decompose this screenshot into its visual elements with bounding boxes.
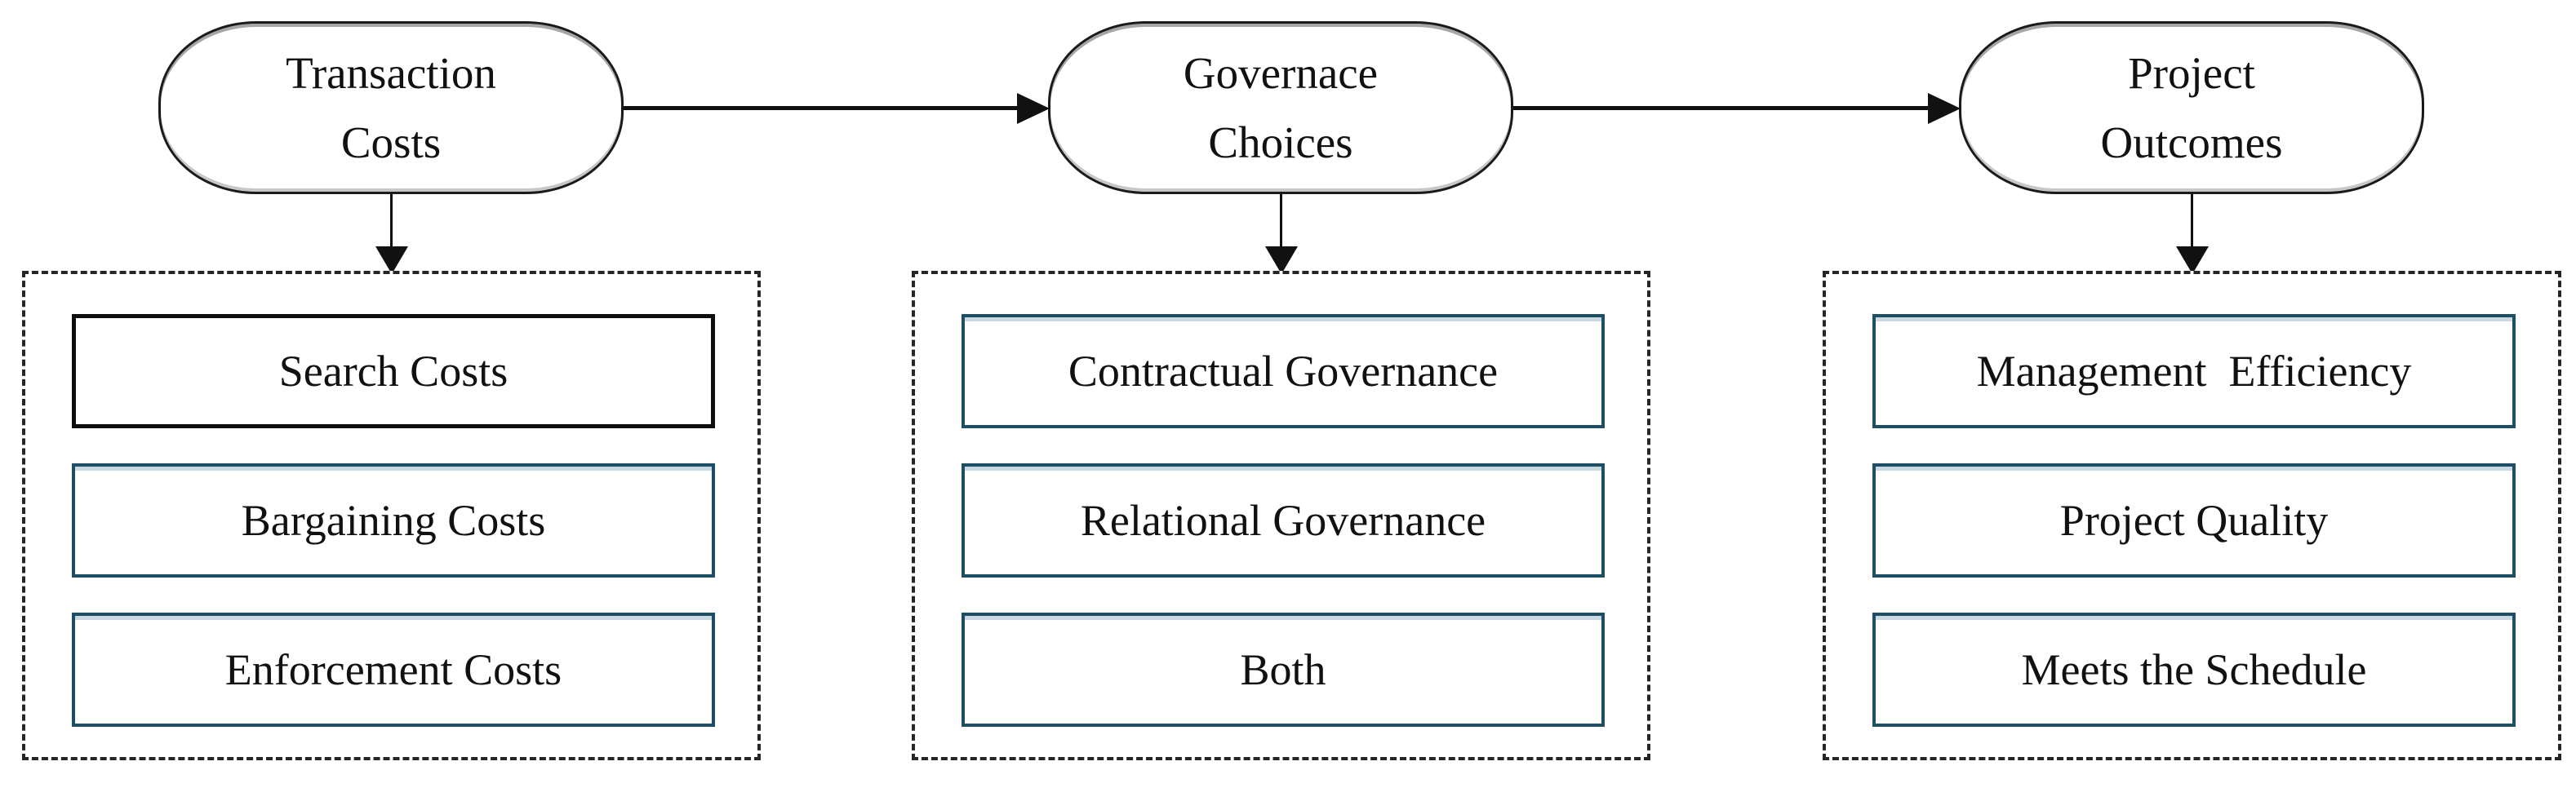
arrowhead-right-icon xyxy=(1928,93,1961,124)
arrowhead-down-icon xyxy=(375,246,408,274)
item-management-efficiency: Management Efficiency xyxy=(1872,314,2516,428)
node-project-outcomes: Project Outcomes xyxy=(1959,21,2424,194)
node-governance-choices: Governace Choices xyxy=(1048,21,1513,194)
item-relational-governance: Relational Governance xyxy=(962,463,1605,578)
connector-governance-down xyxy=(1280,194,1282,248)
connector-transaction-to-governance xyxy=(624,106,1020,110)
arrowhead-down-icon xyxy=(1265,246,1298,274)
item-bargaining-costs: Bargaining Costs xyxy=(72,463,715,578)
item-project-quality: Project Quality xyxy=(1872,463,2516,578)
item-contractual-governance: Contractual Governance xyxy=(962,314,1605,428)
connector-transaction-down xyxy=(390,194,393,248)
item-both: Both xyxy=(962,613,1605,727)
arrowhead-down-icon xyxy=(2176,246,2209,274)
connector-governance-to-outcomes xyxy=(1513,106,1931,110)
group-transaction-costs: Search Costs Bargaining Costs Enforcemen… xyxy=(22,271,761,760)
group-governance-choices: Contractual Governance Relational Govern… xyxy=(912,271,1650,760)
arrowhead-right-icon xyxy=(1017,93,1050,124)
item-enforcement-costs: Enforcement Costs xyxy=(72,613,715,727)
node-transaction-costs: Transaction Costs xyxy=(158,21,624,194)
item-meets-the-schedule: Meets the Schedule xyxy=(1872,613,2516,727)
group-project-outcomes: Management Efficiency Project Quality Me… xyxy=(1823,271,2561,760)
item-search-costs: Search Costs xyxy=(72,314,715,428)
connector-outcomes-down xyxy=(2191,194,2193,248)
